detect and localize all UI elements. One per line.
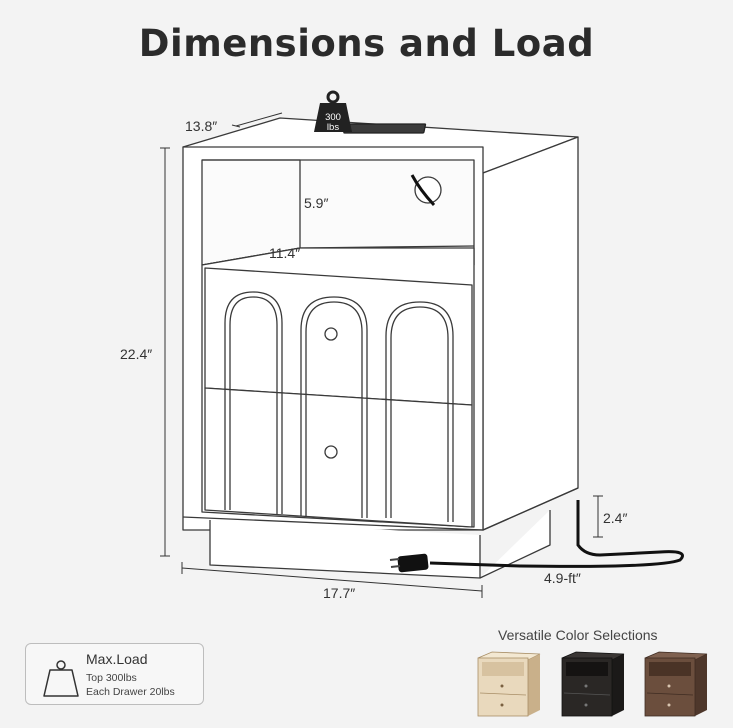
weight-outline-icon [43, 660, 79, 697]
max-load-top: Top 300lbs [86, 672, 137, 684]
max-load-title: Max.Load [86, 651, 148, 667]
cord-length-label: 4.9-ft″ [544, 570, 581, 586]
color-variant-natural [477, 651, 541, 717]
weight-badge-number: 300 [325, 112, 341, 123]
inner-width-label: 11.4″ [269, 245, 301, 261]
weight-badge-value: 300 lbs [314, 113, 352, 133]
width-label: 17.7″ [323, 585, 356, 601]
weight-icon [314, 90, 352, 132]
depth-label: 13.8″ [185, 118, 218, 134]
height-label: 22.4″ [120, 346, 153, 362]
page-title: Dimensions and Load [138, 22, 595, 65]
weight-badge-unit: lbs [326, 122, 340, 133]
max-load-drawer: Each Drawer 20lbs [86, 686, 175, 698]
base-height-label: 2.4″ [603, 510, 628, 526]
variants-title: Versatile Color Selections [498, 627, 658, 643]
shelf-height-label: 5.9″ [304, 195, 329, 211]
max-load-card: Max.Load Top 300lbs Each Drawer 20lbs [25, 643, 204, 705]
color-variant-walnut [644, 651, 708, 717]
color-variant-black [561, 651, 625, 717]
plug-icon [389, 553, 429, 573]
